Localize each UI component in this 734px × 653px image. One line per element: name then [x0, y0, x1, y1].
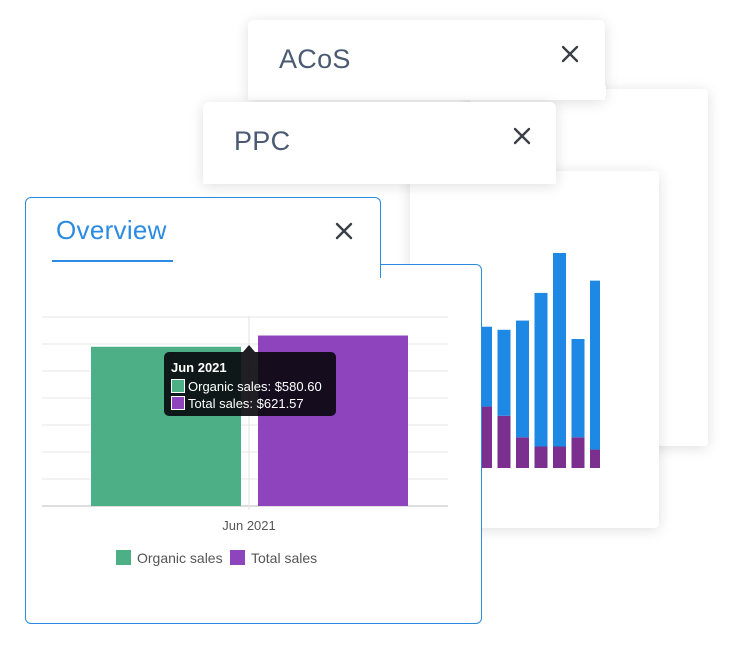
- legend-label-organic: Organic sales: [137, 550, 223, 566]
- ppc-bar-lower: [534, 446, 548, 468]
- legend-label-total: Total sales: [251, 550, 318, 566]
- ppc-bar-lower: [590, 449, 600, 468]
- ppc-bar-upper: [516, 320, 529, 438]
- ppc-bar-lower: [516, 437, 529, 468]
- legend-swatch-total: [230, 550, 245, 565]
- overview-tab-underline: [52, 260, 173, 262]
- tooltip-organic-value: Organic sales: $580.60: [188, 379, 322, 394]
- close-icon[interactable]: [334, 221, 354, 241]
- tooltip-row-total: Total sales: $621.57: [171, 396, 304, 411]
- ppc-bar-upper: [497, 329, 511, 416]
- ppc-bar-lower: [479, 406, 492, 468]
- chart-tooltip: Jun 2021 Organic sales: $580.60 Total sa…: [164, 352, 336, 416]
- close-icon[interactable]: [512, 126, 532, 146]
- tooltip-caret: [243, 345, 255, 352]
- ppc-bar-lower: [553, 446, 566, 468]
- ppc-card-title: PPC: [234, 126, 291, 156]
- ppc-bar-upper: [479, 326, 492, 407]
- tooltip-title: Jun 2021: [171, 360, 227, 375]
- ppc-bar-upper: [553, 253, 566, 447]
- ppc-bar-upper: [571, 339, 585, 438]
- tooltip-swatch-total: [171, 396, 185, 410]
- ppc-bar-chart: [479, 253, 600, 468]
- tooltip-total-value: Total sales: $621.57: [188, 396, 304, 411]
- ppc-bar-lower: [497, 415, 511, 468]
- overview-card-title: Overview: [56, 215, 167, 245]
- ppc-bar-lower: [571, 437, 585, 468]
- overview-bar-chart: Jun 2021: [42, 316, 448, 533]
- ppc-bar-upper: [590, 280, 600, 450]
- legend-item-organic[interactable]: Organic sales: [116, 550, 223, 566]
- tooltip-row-organic: Organic sales: $580.60: [171, 379, 322, 394]
- legend-swatch-organic: [116, 550, 131, 565]
- x-tick-label: Jun 2021: [222, 518, 276, 533]
- tooltip-swatch-organic: [171, 379, 185, 393]
- ppc-bar-upper: [534, 292, 548, 447]
- close-icon[interactable]: [560, 44, 580, 64]
- acos-card-title: ACoS: [279, 44, 351, 74]
- legend-item-total[interactable]: Total sales: [230, 550, 317, 566]
